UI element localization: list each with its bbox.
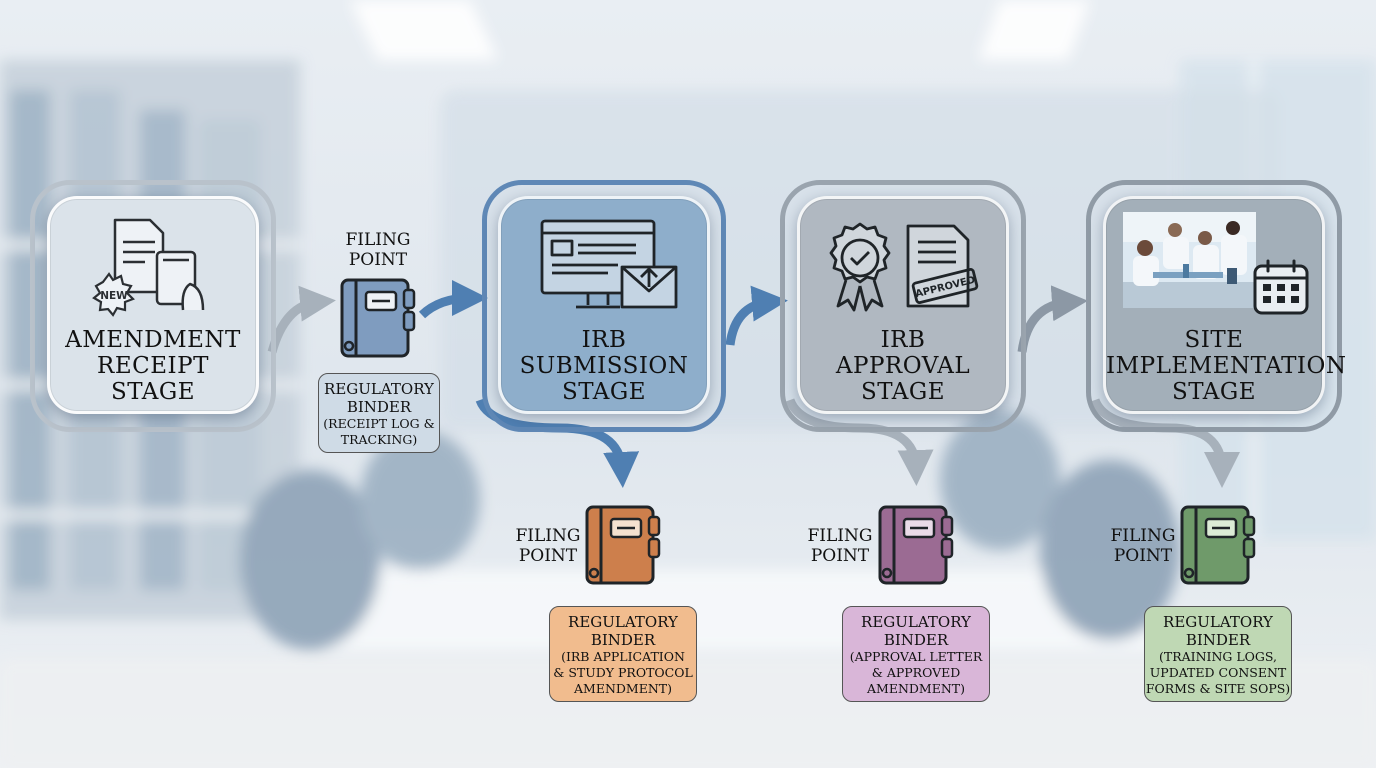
- calendar-icon: [1253, 259, 1309, 315]
- approval-seal-document-icon: APPROVED: [829, 222, 979, 312]
- submission-stage-frame: [482, 180, 726, 432]
- receipt-stage-title: Amendment Receipt Stage: [65, 327, 241, 405]
- submission-stage-title: IRB Submission Stage: [519, 327, 689, 405]
- regulatory-binder-box-3[interactable]: REGULATORY BINDER (APPROVAL LETTER & APP…: [842, 606, 990, 702]
- arrow-binder-to-submission: [418, 280, 488, 319]
- regulatory-binder-box-1[interactable]: REGULATORY BINDER (RECEIPT LOG & TRACKIN…: [318, 373, 440, 453]
- approval-stage-frame: [780, 180, 1026, 432]
- arrow-submission-to-approval: [725, 285, 788, 346]
- filing-point-label-2: FILING POINT: [515, 526, 581, 566]
- lab-scientists-photo: [1123, 212, 1256, 308]
- implementation-stage-title: Site Implementation Stage: [1106, 327, 1347, 405]
- filing-point-label-3: FILING POINT: [807, 526, 873, 566]
- regulatory-binder-box-4[interactable]: REGULATORY BINDER (TRAINING LOGS, UPDATE…: [1144, 606, 1292, 702]
- new-document-tablet-icon: NEW: [92, 218, 205, 317]
- binder-icon-purple[interactable]: [876, 503, 958, 587]
- new-badge-text: NEW: [100, 290, 128, 302]
- binder-icon-blue[interactable]: [338, 276, 420, 360]
- computer-upload-mail-icon: [540, 219, 678, 309]
- arrow-receipt-to-binder: [267, 285, 336, 354]
- approval-stage-card[interactable]: IRB Approval Stage: [797, 196, 1009, 414]
- approval-stage-title: IRB Approval Stage: [835, 327, 971, 405]
- implementation-stage-frame: [1086, 180, 1342, 432]
- arrow-approval-to-implementation: [1017, 285, 1088, 353]
- binder-icon-orange[interactable]: [583, 503, 665, 587]
- filing-point-label-4: FILING POINT: [1110, 526, 1176, 566]
- binder-icon-green[interactable]: [1178, 503, 1260, 587]
- filing-point-label-1: FILING POINT: [345, 230, 411, 270]
- receipt-stage-frame: [30, 180, 276, 432]
- regulatory-binder-box-2[interactable]: REGULATORY BINDER (IRB APPLICATION & STU…: [549, 606, 697, 702]
